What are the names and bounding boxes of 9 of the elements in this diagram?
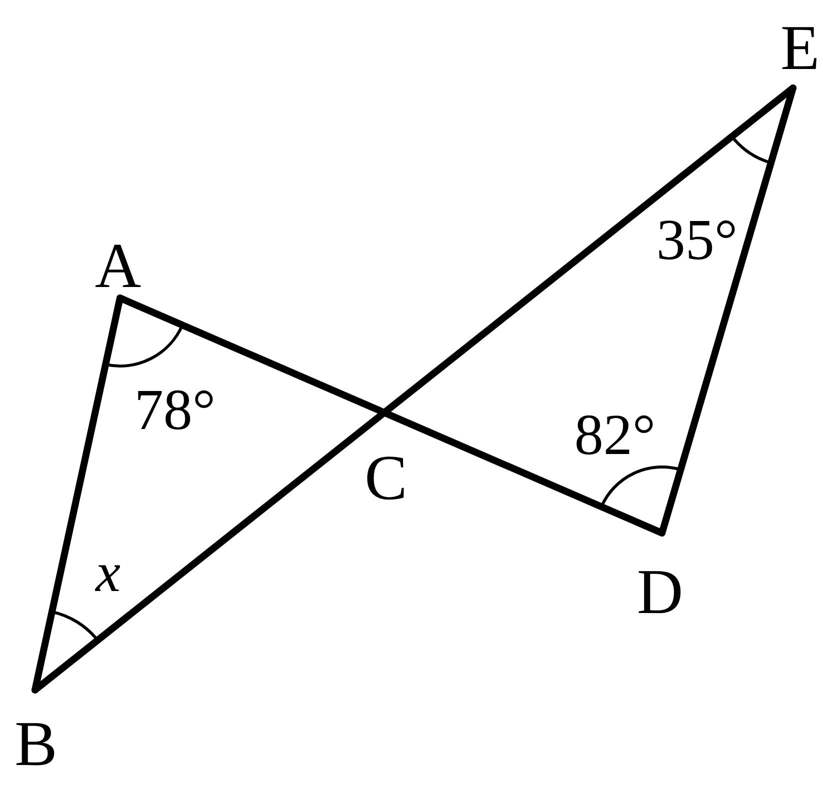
point-label: A [94, 234, 142, 298]
angle-label: 35° [656, 211, 738, 269]
point-label: B [14, 712, 58, 776]
angle-label: 82° [574, 406, 656, 464]
point-label: E [780, 16, 820, 80]
point-label: D [636, 560, 684, 624]
angle-label: x [96, 545, 120, 601]
point-label: C [364, 446, 408, 510]
angle-label: 78° [134, 381, 216, 439]
